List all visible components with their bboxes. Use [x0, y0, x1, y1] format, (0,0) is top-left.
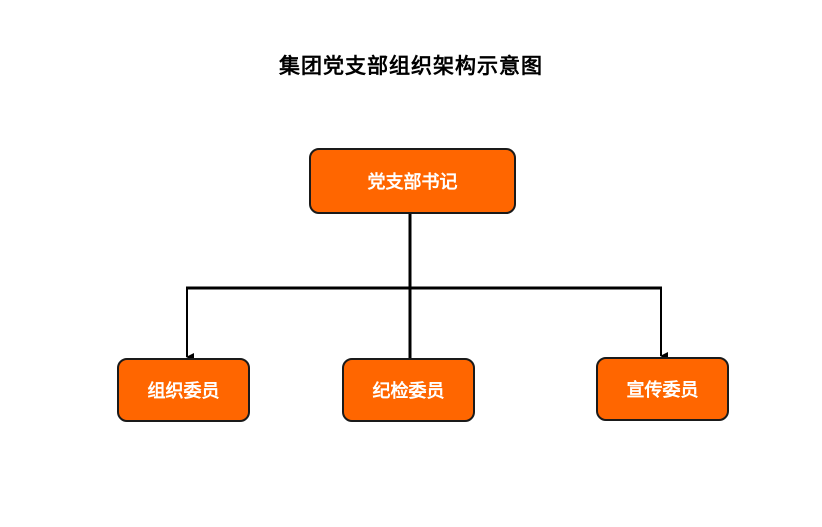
node-organization-member: 组织委员: [117, 358, 250, 422]
node-party-secretary: 党支部书记: [309, 148, 516, 214]
diagram-title: 集团党支部组织架构示意图: [279, 53, 543, 78]
node-label: 党支部书记: [367, 172, 458, 193]
node-discipline-member: 纪检委员: [342, 358, 475, 422]
node-label: 宣传委员: [626, 380, 699, 401]
node-label: 纪检委员: [372, 381, 445, 402]
node-label: 组织委员: [147, 381, 220, 402]
node-publicity-member: 宣传委员: [596, 357, 729, 421]
